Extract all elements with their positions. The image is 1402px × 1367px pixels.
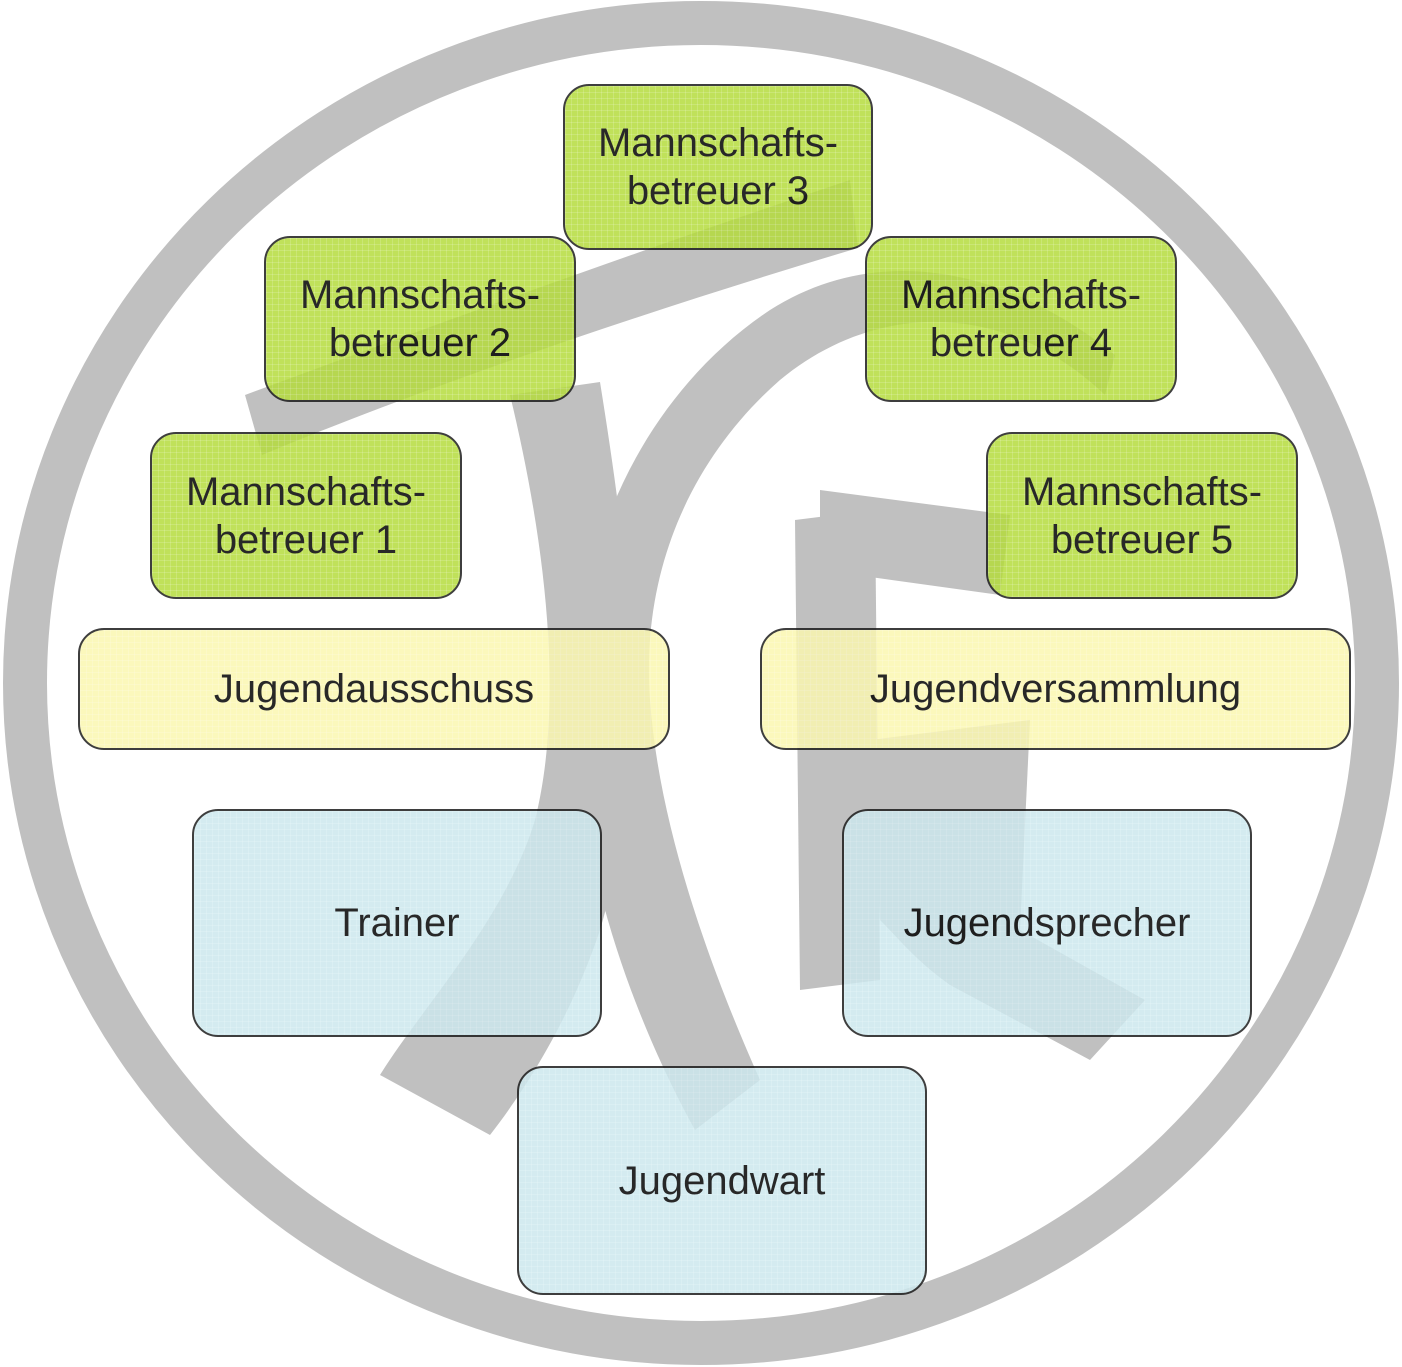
box-jugendsprecher: Jugendsprecher (842, 809, 1252, 1037)
box-label: Mannschafts- betreuer 4 (900, 273, 1142, 365)
box-mannschaftsbetreuer-3: Mannschafts- betreuer 3 (563, 84, 873, 250)
box-trainer: Trainer (192, 809, 602, 1037)
box-mannschaftsbetreuer-5: Mannschafts- betreuer 5 (986, 432, 1298, 599)
box-mannschaftsbetreuer-2: Mannschafts- betreuer 2 (264, 236, 576, 402)
box-mannschaftsbetreuer-1: Mannschafts- betreuer 1 (150, 432, 462, 599)
box-label: Trainer (334, 901, 460, 945)
box-mannschaftsbetreuer-4: Mannschafts- betreuer 4 (865, 236, 1177, 402)
box-label: Jugendversammlung (869, 667, 1242, 711)
logo-letter-f-crossbar (820, 490, 1010, 595)
box-jugendwart: Jugendwart (517, 1066, 927, 1295)
box-label: Jugendsprecher (903, 901, 1191, 945)
logo-ring (3, 1, 1399, 1365)
box-label: Mannschafts- betreuer 2 (299, 273, 541, 365)
box-label: Mannschafts- betreuer 5 (1021, 469, 1263, 562)
box-label: Jugendausschuss (213, 667, 535, 711)
box-label: Mannschafts- betreuer 1 (185, 469, 427, 562)
box-label: Mannschafts- betreuer 3 (597, 121, 839, 213)
box-label: Jugendwart (618, 1158, 826, 1203)
box-jugendausschuss: Jugendausschuss (78, 628, 670, 750)
box-jugendversammlung: Jugendversammlung (760, 628, 1351, 750)
